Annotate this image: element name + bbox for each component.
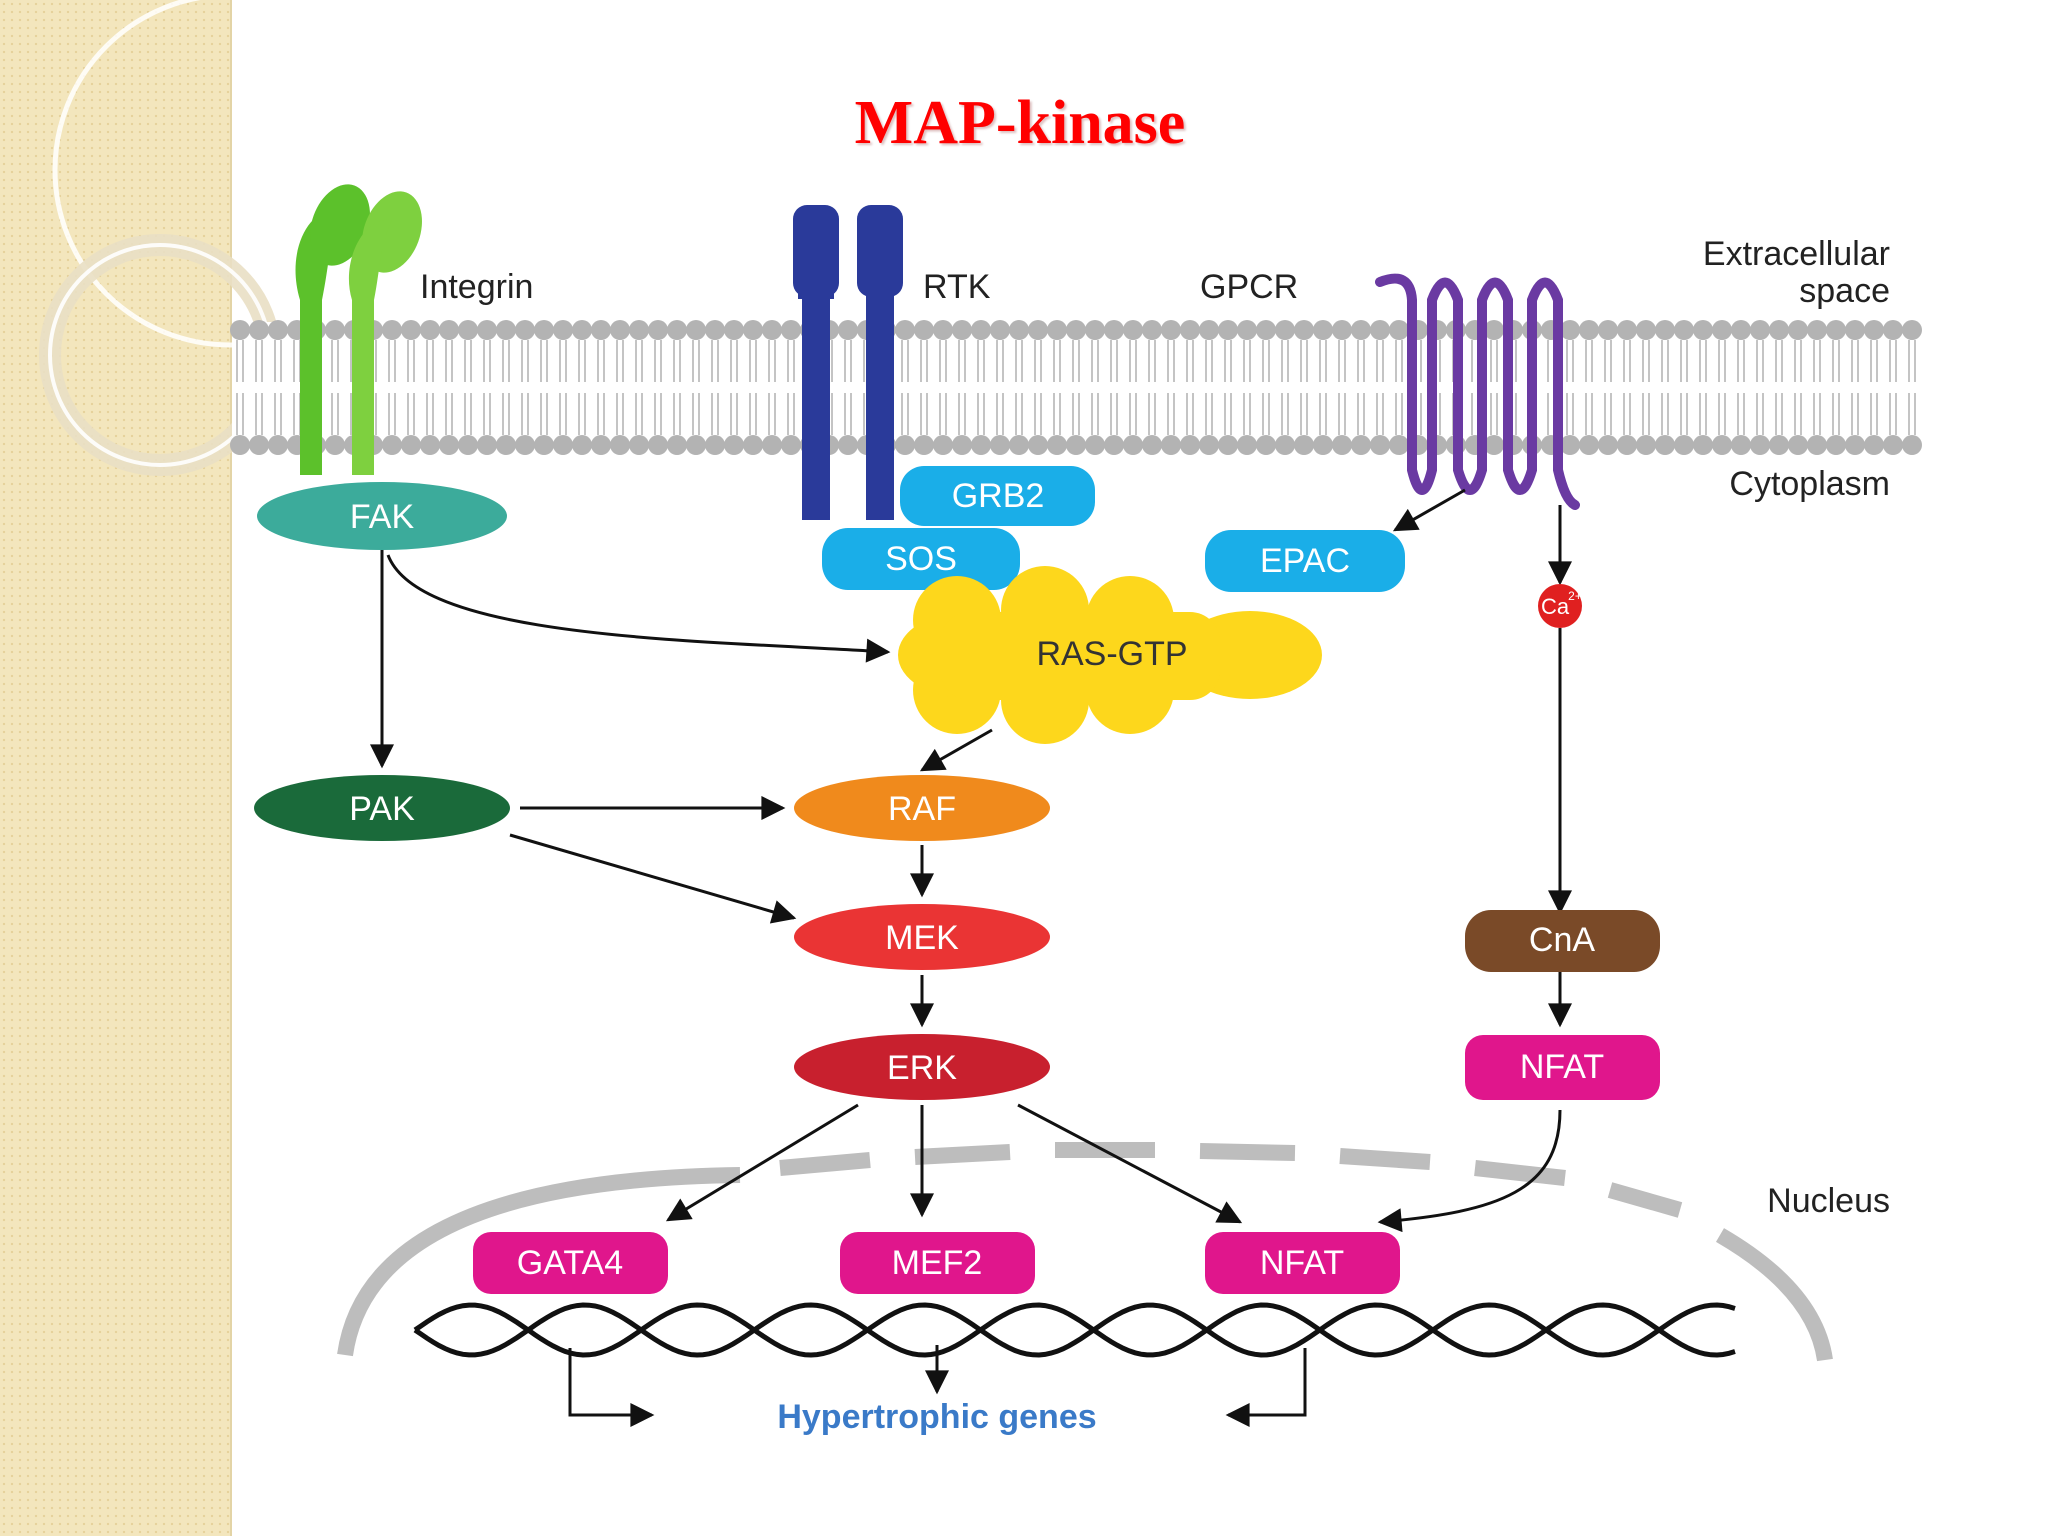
sos-node: SOS [822, 528, 1020, 590]
svg-text:EPAC: EPAC [1260, 542, 1350, 580]
fak-node: FAK [257, 482, 507, 550]
svg-text:2+: 2+ [1568, 589, 1582, 603]
svg-text:GRB2: GRB2 [952, 477, 1045, 515]
svg-text:NFAT: NFAT [1260, 1244, 1344, 1282]
raf-node: RAF [794, 775, 1050, 841]
svg-text:RAF: RAF [888, 790, 956, 828]
cell-membrane [230, 320, 1927, 455]
arrow-pak-mek [509, 833, 797, 924]
svg-text:NFAT: NFAT [1520, 1048, 1604, 1086]
svg-text:GATA4: GATA4 [517, 1244, 623, 1282]
nucleus-label: Nucleus [1767, 1182, 1890, 1220]
ras-gtp-node: RAS-GTP [898, 566, 1322, 744]
arrow-fak-ras [386, 554, 891, 663]
integrin-receptor [295, 184, 422, 475]
dna-helix [413, 1302, 1736, 1358]
svg-text:MEK: MEK [885, 919, 959, 957]
svg-text:FAK: FAK [350, 498, 415, 536]
rtk-receptor [793, 205, 903, 520]
svg-text:PAK: PAK [349, 790, 415, 828]
epac-node: EPAC [1205, 530, 1405, 592]
svg-text:ERK: ERK [887, 1049, 957, 1087]
extracellular-label: Extracellular [1703, 235, 1890, 273]
gpcr-label: GPCR [1200, 268, 1298, 306]
mef2-node: MEF2 [840, 1232, 1035, 1294]
slide-title: MAP-kinase [854, 89, 1186, 157]
erk-node: ERK [794, 1034, 1050, 1100]
mek-node: MEK [794, 904, 1050, 970]
pak-node: PAK [254, 775, 510, 841]
gene-output-arrows [568, 1345, 1307, 1427]
cna-node: CnA [1465, 910, 1660, 972]
gpcr-receptor [1375, 273, 1580, 510]
pathway-arrows [370, 488, 1572, 1233]
svg-text:MEF2: MEF2 [892, 1244, 983, 1282]
cytoplasm-label: Cytoplasm [1729, 465, 1890, 503]
nfat-nucleus-node: NFAT [1205, 1232, 1400, 1294]
gata4-node: GATA4 [473, 1232, 668, 1294]
arrow-ras-raf [919, 728, 993, 772]
rtk-label: RTK [923, 268, 991, 306]
svg-text:RAS-GTP: RAS-GTP [1036, 635, 1187, 673]
hypertrophic-genes-label: Hypertrophic genes [777, 1398, 1096, 1436]
svg-text:SOS: SOS [885, 540, 957, 578]
arrow-gpcr-epac [1392, 488, 1466, 532]
arrow-nfat-nfat [1377, 1109, 1562, 1233]
ca-node: Ca 2+ [1538, 584, 1582, 628]
extracellular-label-line2: space [1799, 272, 1890, 310]
svg-text:CnA: CnA [1529, 921, 1595, 959]
svg-text:Ca: Ca [1541, 594, 1570, 619]
arrow-erk-gata4 [665, 1103, 859, 1222]
integrin-label: Integrin [420, 268, 533, 306]
grb2-node: GRB2 [900, 466, 1095, 526]
nfat-cytoplasm-node: NFAT [1465, 1035, 1660, 1100]
arrow-erk-nfat [1017, 1103, 1243, 1224]
